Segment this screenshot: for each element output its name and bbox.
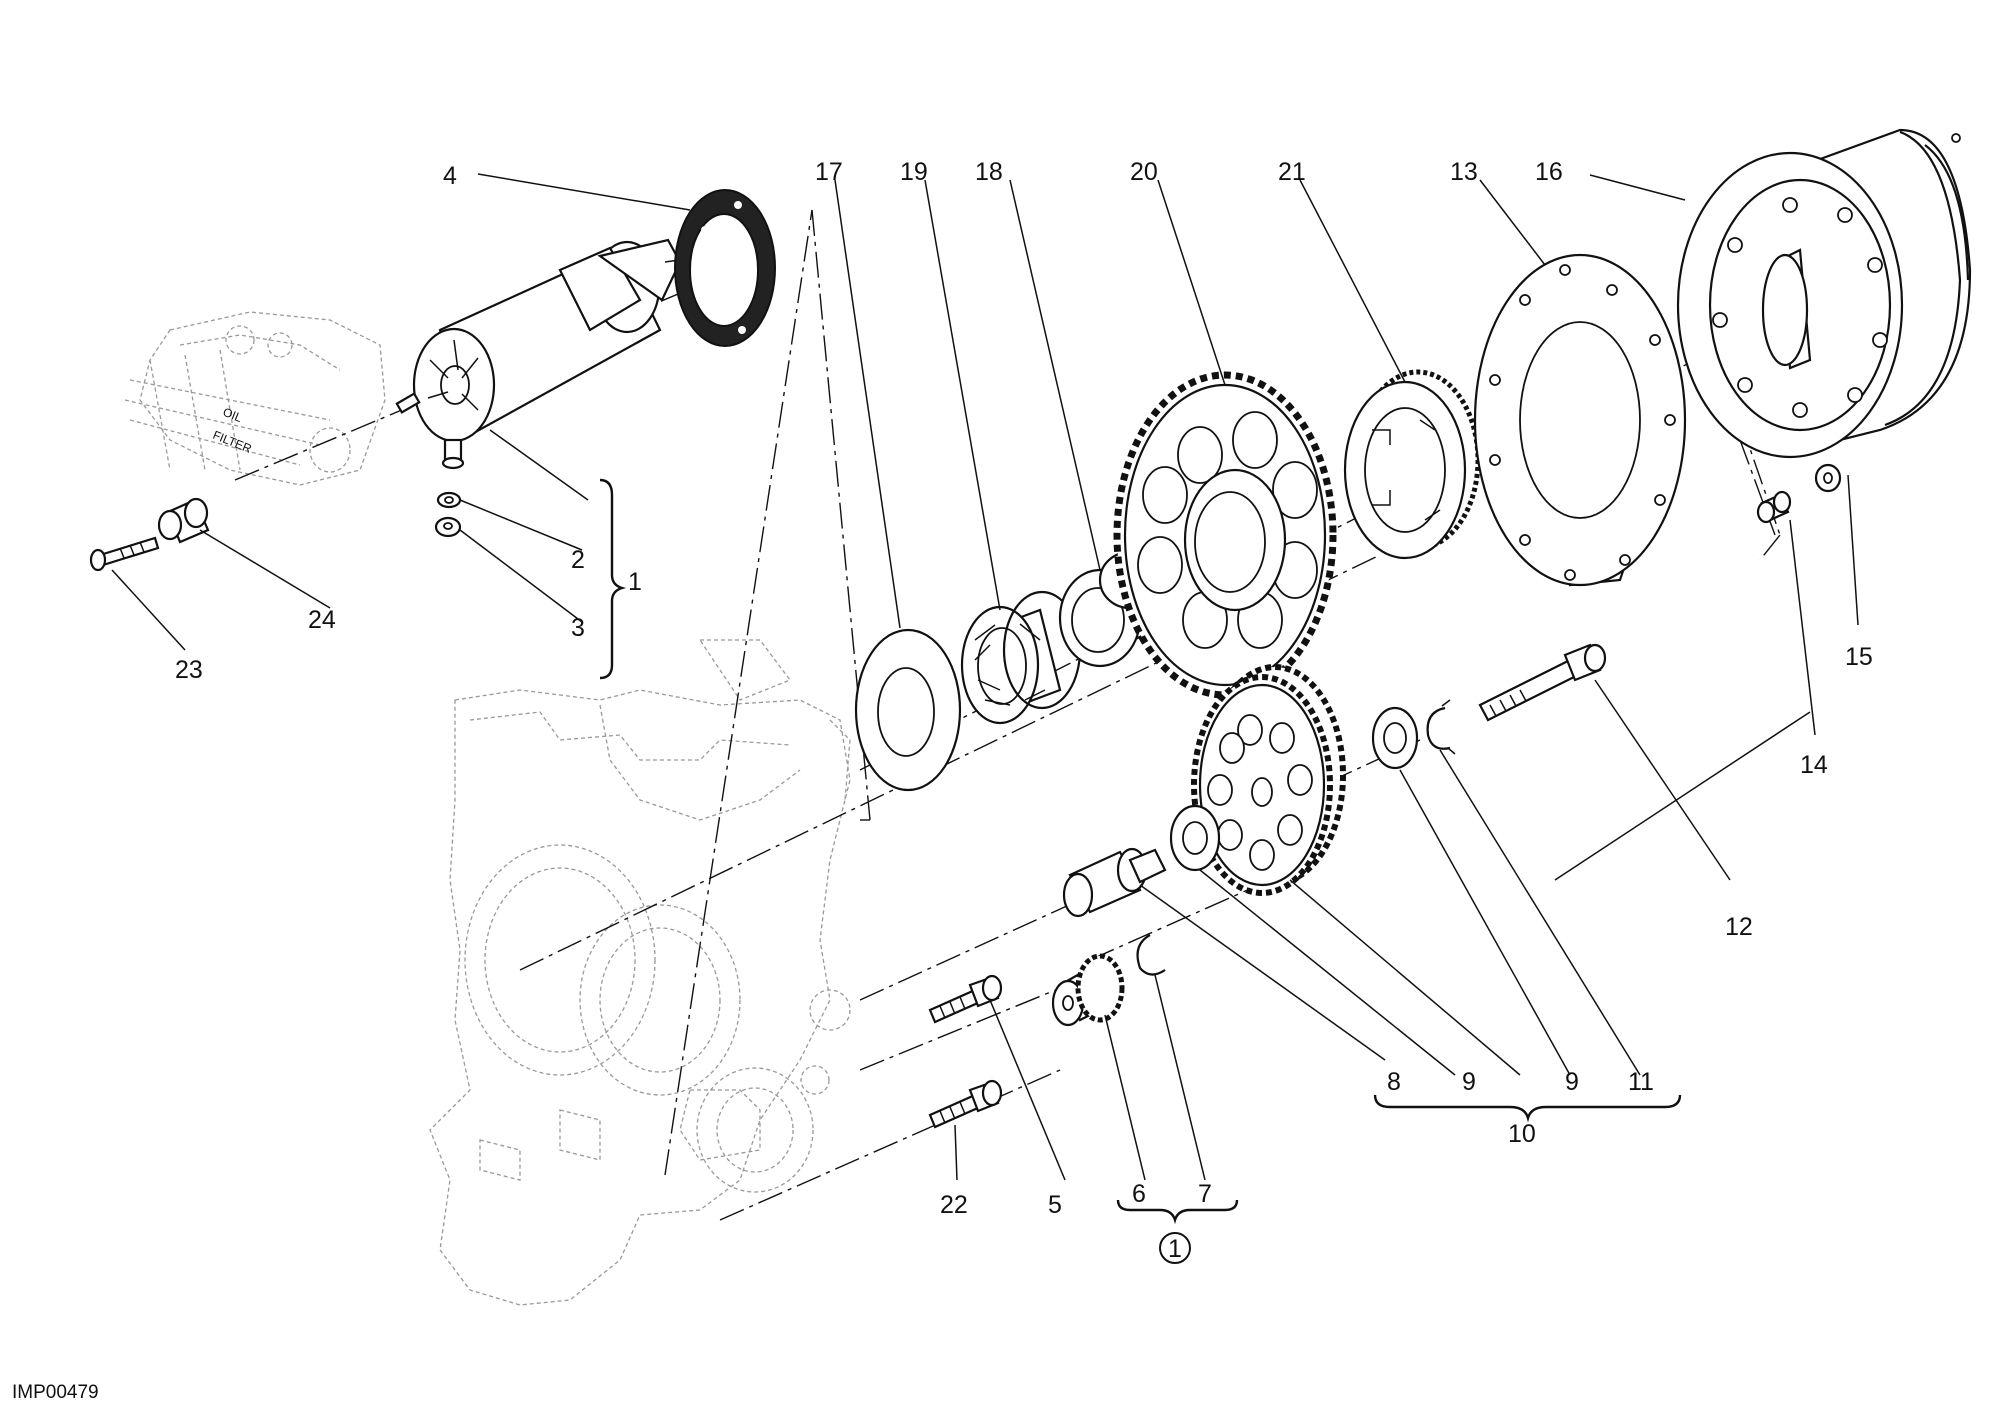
leader-lines: [111, 173, 1859, 1181]
nut-small: [434, 516, 462, 538]
label-13: 13: [1450, 158, 1478, 186]
kit-circle: [1159, 1232, 1191, 1264]
intermediate-gear: [1113, 371, 1337, 699]
screw-22: [928, 1079, 1003, 1129]
engine-crankcase-outline: [429, 639, 851, 1306]
label-6: 6: [1132, 1180, 1146, 1208]
kit-brace-10: [1373, 1094, 1682, 1123]
circlip-7: [1136, 934, 1166, 976]
flywheel-flange-ring: [1473, 253, 1687, 587]
oil-label: OIL: [221, 405, 244, 425]
label-15: 15: [1845, 643, 1873, 671]
circlip-11: [1426, 699, 1456, 755]
label-7: 7: [1198, 1180, 1212, 1208]
label-4: 4: [443, 162, 457, 190]
drawing-code: IMP00479: [12, 1382, 99, 1403]
part-labels: 4 17 19 18 20 21 13 16 2 1 3 24 23 15 14…: [175, 158, 1873, 1264]
starter-motor: [395, 238, 701, 470]
bolt-12: [1478, 643, 1607, 722]
label-9a: 9: [1462, 1068, 1476, 1096]
filter-label: FILTER: [211, 428, 254, 456]
kit-brace-1: [599, 478, 627, 680]
spacer-bushing: [157, 497, 210, 544]
label-22: 22: [940, 1191, 968, 1219]
label-17: 17: [815, 158, 843, 186]
shim-washer-9-left: [1169, 804, 1221, 872]
label-20: 20: [1130, 158, 1158, 186]
starter-clutch-freewheel: [1343, 369, 1481, 560]
label-11: 11: [1628, 1068, 1654, 1096]
starter-gasket: [674, 189, 776, 347]
cylinder-head-outline: OIL FILTER: [124, 311, 386, 486]
kit-brace-6-7: [1116, 1199, 1239, 1225]
thrust-washer: [854, 628, 962, 792]
label-23: 23: [175, 656, 203, 684]
label-3: 3: [571, 614, 585, 642]
label-8: 8: [1387, 1068, 1401, 1096]
idler-gear: [1191, 664, 1346, 896]
label-24: 24: [308, 606, 336, 634]
washer-small: [436, 491, 462, 509]
bolt-23: [89, 536, 160, 572]
label-14: 14: [1800, 751, 1828, 779]
label-2: 2: [571, 546, 585, 574]
shim-washer-9-right: [1371, 706, 1419, 770]
label-16: 16: [1535, 158, 1563, 186]
label-10: 10: [1508, 1120, 1536, 1148]
label-kit-1: 1: [1168, 1235, 1182, 1263]
label-18: 18: [975, 158, 1003, 186]
label-19: 19: [900, 158, 928, 186]
label-9b: 9: [1565, 1068, 1579, 1096]
label-5: 5: [1048, 1191, 1062, 1219]
label-1: 1: [628, 568, 642, 596]
idler-shaft: [1062, 847, 1167, 918]
label-21: 21: [1278, 158, 1306, 186]
woodruff-key-pin: [1756, 490, 1792, 524]
screw-5: [928, 974, 1003, 1024]
nut-15: [1814, 463, 1842, 493]
label-12: 12: [1725, 913, 1753, 941]
flywheel: [1676, 128, 1972, 459]
starter-pinion: [1051, 953, 1125, 1027]
needle-bearing: [960, 590, 1082, 725]
